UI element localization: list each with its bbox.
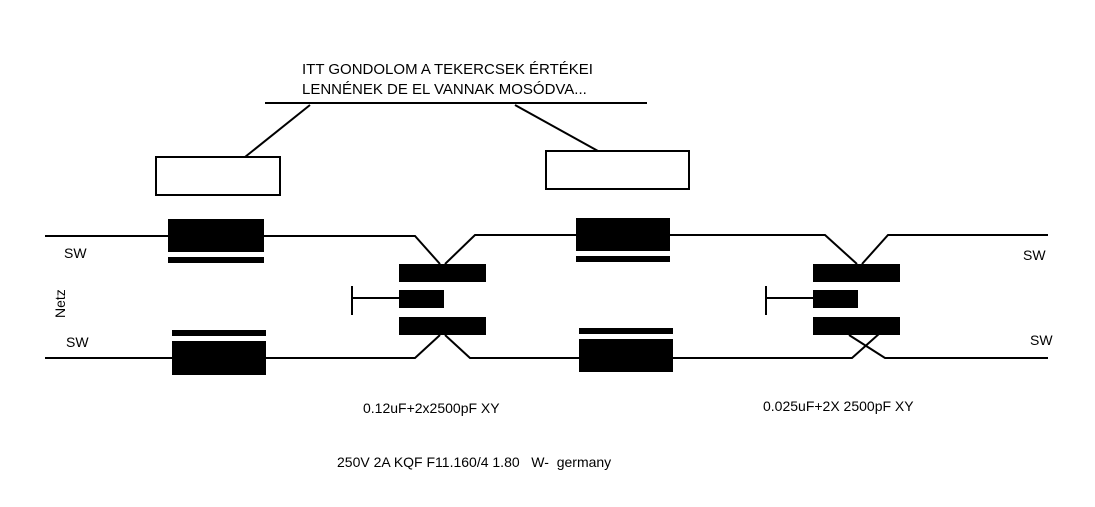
capacitor-right-top — [813, 264, 900, 282]
capacitor-left-bottom — [399, 317, 486, 335]
choke-top-right-bar — [576, 256, 670, 262]
label-sw-top-left: SW — [64, 245, 87, 261]
note-line-2: LENNÉNEK DE EL VANNAK MOSÓDVA... — [302, 81, 587, 98]
label-sw-bottom-left: SW — [66, 334, 89, 350]
capacitor-right-middle — [813, 290, 858, 308]
label-sw-bottom-right: SW — [1030, 332, 1053, 348]
caption-rating: 250V 2A KQF F11.160/4 1.80 W- germany — [337, 454, 611, 470]
coil-value-box-left — [155, 156, 281, 196]
choke-bottom-left — [172, 341, 266, 375]
leader-line-left — [244, 104, 311, 158]
label-sw-top-right: SW — [1023, 247, 1046, 263]
choke-top-left — [168, 219, 264, 252]
capacitor-left-top — [399, 264, 486, 282]
label-netz: Netz — [52, 289, 68, 318]
note-line-1: ITT GONDOLOM A TEKERCSEK ÉRTÉKEI — [302, 61, 593, 78]
capacitor-right-bottom — [813, 317, 900, 335]
capacitor-left-middle — [399, 290, 444, 308]
choke-top-left-bar — [168, 257, 264, 263]
coil-value-box-right — [545, 150, 690, 190]
choke-bottom-right — [579, 339, 673, 372]
choke-top-right — [576, 218, 670, 251]
caption-capacitor-right: 0.025uF+2X 2500pF XY — [763, 398, 914, 414]
bottom-wire-path — [45, 332, 1048, 359]
choke-bottom-left-bar — [172, 330, 266, 336]
leader-line-right — [514, 104, 599, 152]
caption-capacitor-left: 0.12uF+2x2500pF XY — [363, 400, 500, 416]
top-wire-path — [45, 234, 1048, 265]
choke-bottom-right-bar — [579, 328, 673, 334]
